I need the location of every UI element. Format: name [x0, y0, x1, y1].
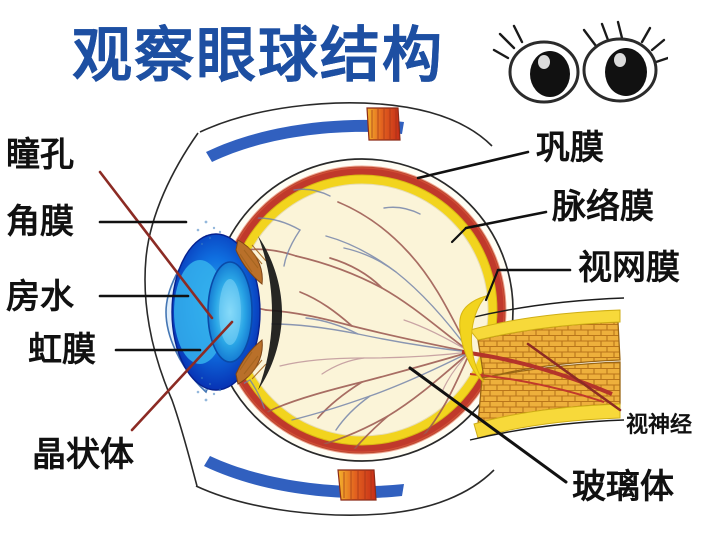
label-sclera: 巩膜	[536, 128, 604, 168]
label-aqueous-humor: 房水	[6, 277, 74, 317]
label-lens: 晶状体	[32, 435, 134, 475]
label-cornea: 角膜	[6, 202, 74, 242]
optic-disc	[459, 295, 488, 383]
leader-lines	[98, 150, 622, 484]
label-optic-nerve: 视神经	[626, 412, 693, 438]
leader-optic-nerve	[526, 342, 622, 412]
lens	[207, 261, 253, 363]
page-title: 观察眼球结构	[72, 21, 444, 91]
label-vitreous-body: 玻璃体	[572, 467, 674, 507]
leader-sclera	[416, 150, 530, 180]
cartoon-eyes-icon	[492, 20, 668, 104]
episcleral-vein-superior	[206, 119, 404, 162]
optic-nerve	[461, 297, 625, 441]
rectus-muscle-inferior	[337, 469, 377, 501]
label-pupil: 瞳孔	[6, 135, 74, 175]
leader-choroid	[464, 210, 548, 230]
label-iris: 虹膜	[28, 330, 96, 370]
leader-vitreous	[408, 366, 568, 484]
rectus-muscle-superior	[366, 107, 401, 141]
leader-pupil	[98, 170, 214, 320]
conjunctiva-outline	[144, 102, 495, 516]
limbus-speckle	[196, 220, 222, 402]
leader-lens	[130, 320, 234, 432]
label-choroid: 脉络膜	[552, 187, 654, 227]
label-retina: 视网膜	[578, 248, 680, 288]
ciliary-body	[235, 236, 282, 390]
